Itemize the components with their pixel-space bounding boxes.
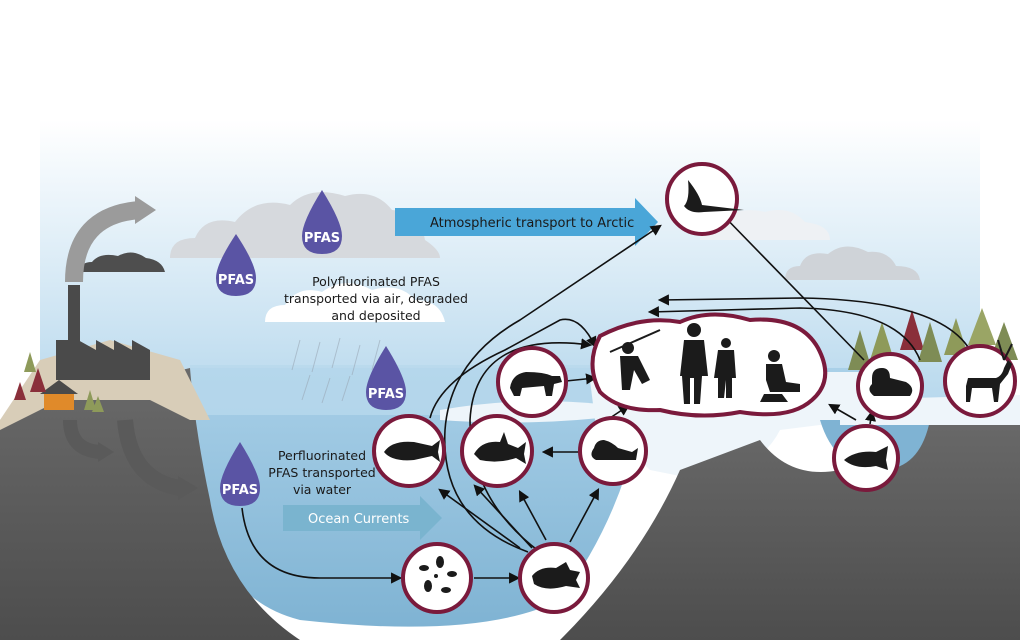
pfas-drop-4: PFAS: [220, 442, 260, 506]
node-zooplankton: [401, 542, 473, 614]
smoke-arrow-head: [135, 196, 156, 224]
polar-bear-icon: [510, 372, 562, 396]
house-icon: [40, 380, 78, 410]
zooplankton-icon: [419, 556, 457, 593]
smoke-arrow: [65, 201, 141, 283]
node-orca: [460, 414, 534, 488]
atmospheric-transport-label: Atmospheric transport to Arctic: [430, 216, 634, 231]
discharge-arrow-head-2: [178, 476, 198, 500]
node-whale: [372, 414, 446, 488]
fish-icon: [844, 446, 888, 470]
ground-right: [560, 410, 1020, 640]
poly-line-1: Polyfluorinated PFAS: [312, 274, 440, 289]
node-deer: [943, 339, 1017, 418]
pfas-drop-1: PFAS: [302, 190, 342, 254]
discharge-arrow-2: [117, 419, 182, 496]
ocean-currents-label: Ocean Currents: [308, 512, 410, 527]
humans-icon: [609, 323, 800, 404]
pfas-drop-2: PFAS: [216, 234, 256, 296]
whale-icon: [384, 440, 440, 462]
duck-icon: [869, 368, 913, 396]
seal-icon: [591, 440, 638, 460]
perf-line-3: via water: [293, 482, 352, 497]
perf-line-1: Perfluorinated: [278, 448, 366, 463]
poly-line-2: transported via air, degraded: [284, 291, 468, 306]
rain: [291, 337, 381, 404]
node-bird: [665, 162, 744, 236]
polyfluorinated-caption: Polyfluorinated PFAS transported via air…: [284, 274, 468, 323]
factory-icon: [56, 285, 150, 380]
pfas-drop-2-label: PFAS: [218, 273, 254, 288]
poly-line-3: and deposited: [331, 308, 420, 323]
node-duck: [856, 352, 924, 420]
ocean-currents-arrow: [283, 496, 442, 540]
orca-icon: [474, 432, 526, 464]
beach: [0, 340, 210, 430]
pfas-drop-4-label: PFAS: [222, 483, 258, 498]
node-sculpin: [518, 542, 590, 614]
discharge-arrow-head: [98, 442, 114, 462]
food-web-arrows: [241, 208, 971, 584]
node-humans: [590, 312, 828, 418]
perf-line-2: PFAS transported: [268, 465, 375, 480]
pfas-drop-1-label: PFAS: [304, 231, 340, 246]
node-fish-lake: [832, 424, 900, 492]
node-polar-bear: [496, 346, 568, 418]
pfas-drop-3-label: PFAS: [368, 387, 404, 402]
pfas-drop-3: PFAS: [366, 346, 406, 410]
sculpin-fish-icon: [532, 562, 580, 589]
node-seal: [578, 416, 648, 486]
trees-left: [14, 352, 104, 412]
discharge-arrow: [63, 419, 101, 459]
atmospheric-arrow: [395, 198, 658, 246]
deer-icon: [966, 339, 1013, 402]
bird-icon: [684, 180, 744, 213]
perfluorinated-caption: Perfluorinated PFAS transported via wate…: [268, 448, 375, 497]
